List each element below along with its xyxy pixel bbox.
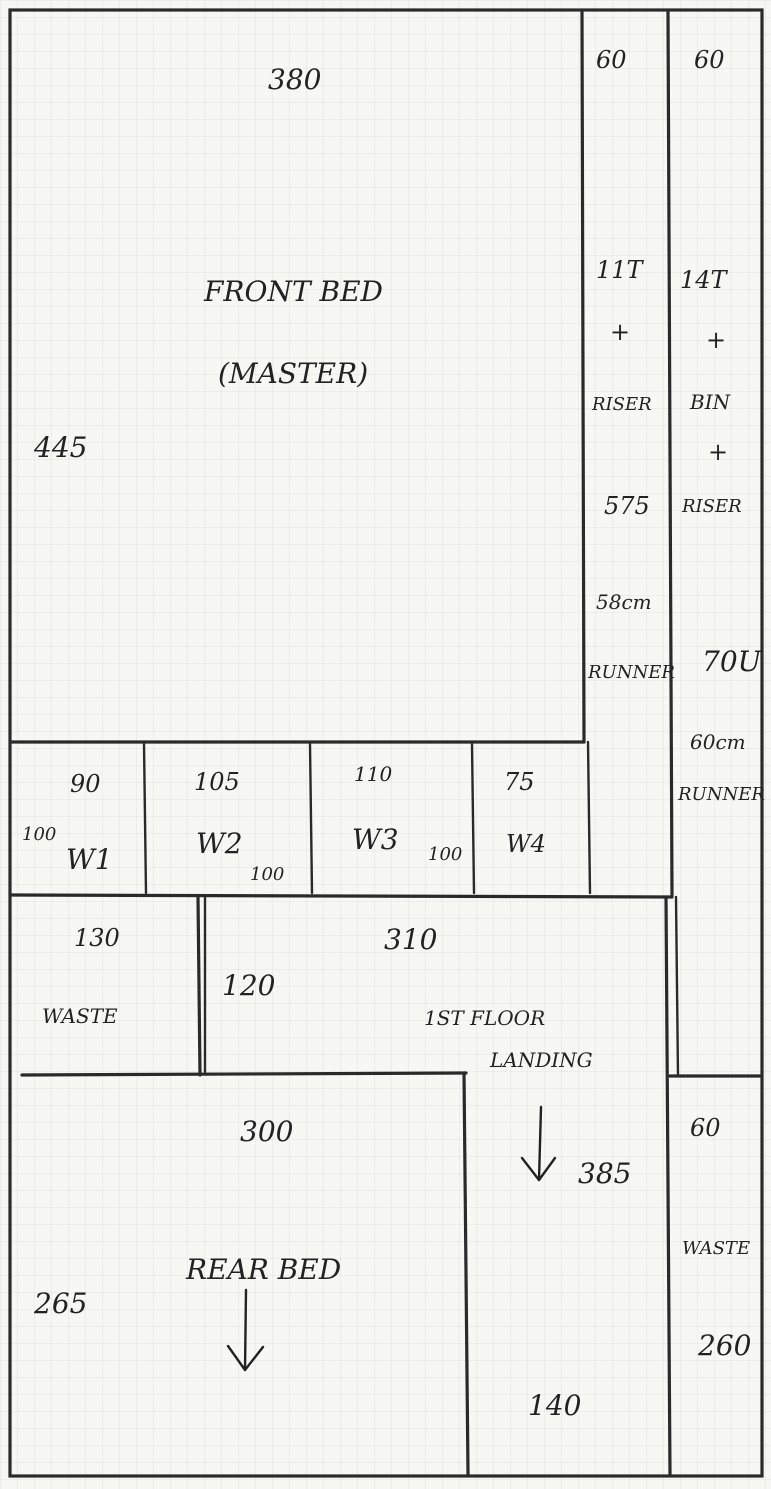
w2-width-label: 105 — [194, 768, 240, 796]
stair-column-top-label: 60 — [596, 46, 627, 74]
right-column-line4: + — [708, 438, 729, 466]
wardrobe-divider-1 — [142, 742, 148, 895]
w3-depth-label: 100 — [428, 844, 463, 865]
w1-width-label: 90 — [70, 770, 101, 798]
stair-column-line4: 575 — [604, 492, 650, 520]
w3-width-label: 110 — [354, 762, 393, 786]
wardrobe-divider-2 — [308, 742, 314, 895]
right-column-line5: RISER — [682, 496, 742, 517]
stair-column-line1: 11T — [596, 256, 643, 284]
stair-column-inner-wall — [586, 740, 592, 895]
rear-bed-right-wall — [462, 1071, 470, 1476]
waste-right-depth-label: 260 — [698, 1329, 752, 1362]
waste-room-right-wall — [196, 895, 202, 1077]
w4-name-label: W4 — [506, 830, 546, 858]
waste-right-name-label: WASTE — [682, 1238, 751, 1259]
landing-bottom-label: 140 — [528, 1389, 582, 1422]
front-bed-name-label: FRONT BED — [204, 275, 384, 308]
front-bed-width-label: 380 — [268, 63, 322, 96]
stair-column-line5: 58cm — [596, 590, 652, 614]
waste-room-width-label: 130 — [74, 924, 120, 952]
front-bed-right-wall — [580, 10, 586, 744]
right-column-line7: 60cm — [690, 730, 746, 754]
stair-column-right-wall — [666, 10, 674, 897]
w4-width-label: 75 — [504, 768, 535, 796]
w3-name-label: W3 — [352, 823, 399, 856]
landing-name-line1: 1ST FLOOR — [424, 1006, 546, 1030]
wardrobe-divider-3 — [470, 742, 476, 895]
rear-bed-width-label: 300 — [240, 1115, 294, 1148]
rear-bed-name-label: REAR BED — [186, 1253, 342, 1286]
front-bed-subtitle-label: (MASTER) — [218, 357, 369, 390]
right-column-line6: 70U — [702, 645, 762, 678]
right-column-line2: + — [706, 326, 727, 354]
waste-room-name-label: WASTE — [42, 1004, 118, 1028]
stair-column-line3: RISER — [592, 394, 652, 415]
waste-right-width-label: 60 — [690, 1114, 721, 1142]
rear-bed-top-wall — [20, 1071, 468, 1077]
landing-width-label: 310 — [384, 923, 438, 956]
w1-depth-label: 100 — [22, 824, 57, 845]
landing-length-label: 385 — [578, 1157, 632, 1190]
rear-bed-arrow — [226, 1288, 265, 1372]
right-column-top-label: 60 — [694, 46, 725, 74]
stair-column-line6: RUNNER — [588, 662, 675, 683]
stair-column-line2: + — [610, 318, 631, 346]
w1-name-label: W1 — [66, 843, 113, 876]
landing-name-line2: LANDING — [490, 1048, 593, 1072]
right-column-line3: BIN — [690, 390, 731, 414]
right-column-line8: RUNNER — [678, 784, 765, 805]
wardrobe-row-bottom-wall — [10, 893, 674, 899]
rear-bed-depth-label: 265 — [34, 1287, 88, 1320]
outer-wall — [8, 8, 764, 1478]
landing-right-wall — [664, 895, 672, 1476]
w2-depth-label: 100 — [250, 864, 285, 885]
w2-name-label: W2 — [196, 827, 243, 860]
landing-right-wall-2 — [674, 895, 680, 1078]
front-bed-depth-label: 445 — [34, 431, 88, 464]
right-column-line1: 14T — [680, 266, 727, 294]
landing-depth-label: 120 — [222, 969, 276, 1002]
landing-arrow — [520, 1105, 557, 1182]
